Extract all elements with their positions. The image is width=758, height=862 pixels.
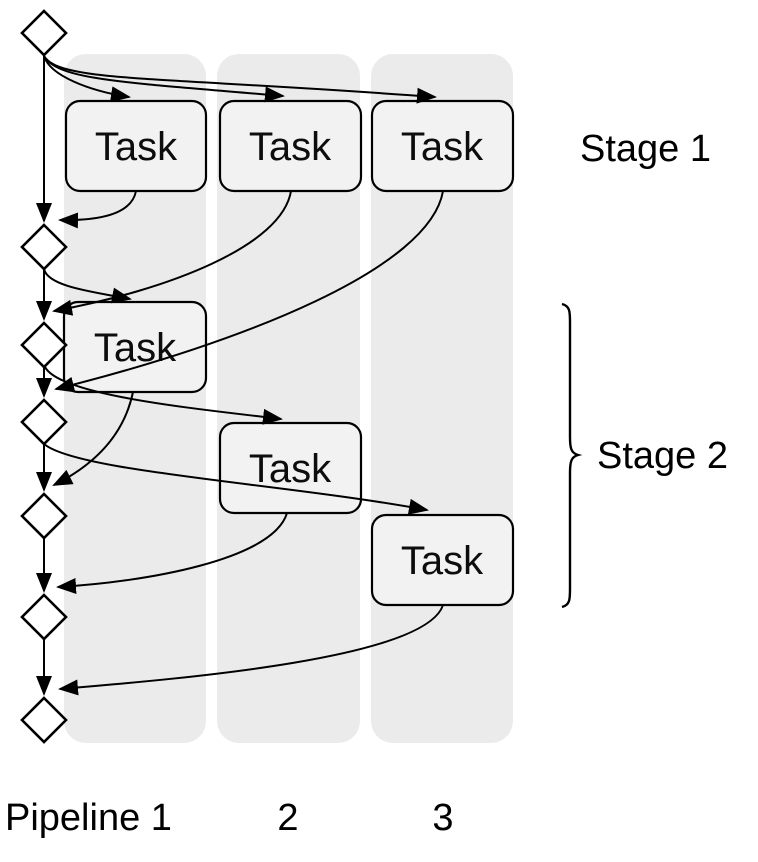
- edge-fork-stage2-pipeline3: [43, 443, 429, 515]
- task-label-stage1-pipeline1: Task: [95, 125, 178, 169]
- sync-node-7: [20, 696, 68, 744]
- pipeline2-label: 2: [277, 797, 298, 839]
- task-box-stage2-pipeline2: [218, 421, 363, 515]
- lane-pipeline-2: [217, 54, 360, 743]
- edge-join-stage2-pipeline1: [52, 391, 134, 486]
- pipeline1-label: Pipeline 1: [5, 797, 172, 839]
- sync-node-6: [20, 593, 68, 641]
- sync-node-1: [20, 9, 68, 57]
- sync-node-3: [20, 321, 68, 369]
- edge-join-stage2-pipeline2: [56, 512, 288, 594]
- edge-join-stage1-pipeline2: [52, 190, 292, 316]
- task-label-stage2-pipeline2: Task: [249, 447, 332, 491]
- sync-node-5: [20, 492, 68, 540]
- edge-fork-stage1-pipeline1: [43, 55, 131, 103]
- stage2-brace: [561, 302, 583, 609]
- sync-node-2: [20, 223, 68, 271]
- stage1-label: Stage 1: [580, 128, 711, 170]
- task-label-stage1-pipeline3: Task: [401, 125, 484, 169]
- task-label-stage2-pipeline3: Task: [401, 539, 484, 583]
- edge-fork-stage1-pipeline3: [43, 55, 437, 104]
- sync-node-4: [20, 398, 68, 446]
- edge-join-stage1-pipeline3: [54, 190, 444, 393]
- edge-join-stage2-pipeline3: [58, 604, 444, 696]
- edge-join-stage1-pipeline1: [58, 190, 137, 229]
- task-label-stage1-pipeline2: Task: [249, 125, 332, 169]
- pipeline3-label: 3: [432, 797, 453, 839]
- task-label-stage2-pipeline1: Task: [94, 326, 177, 370]
- lane-pipeline-1: [64, 54, 206, 743]
- stage2-label: Stage 2: [597, 435, 728, 477]
